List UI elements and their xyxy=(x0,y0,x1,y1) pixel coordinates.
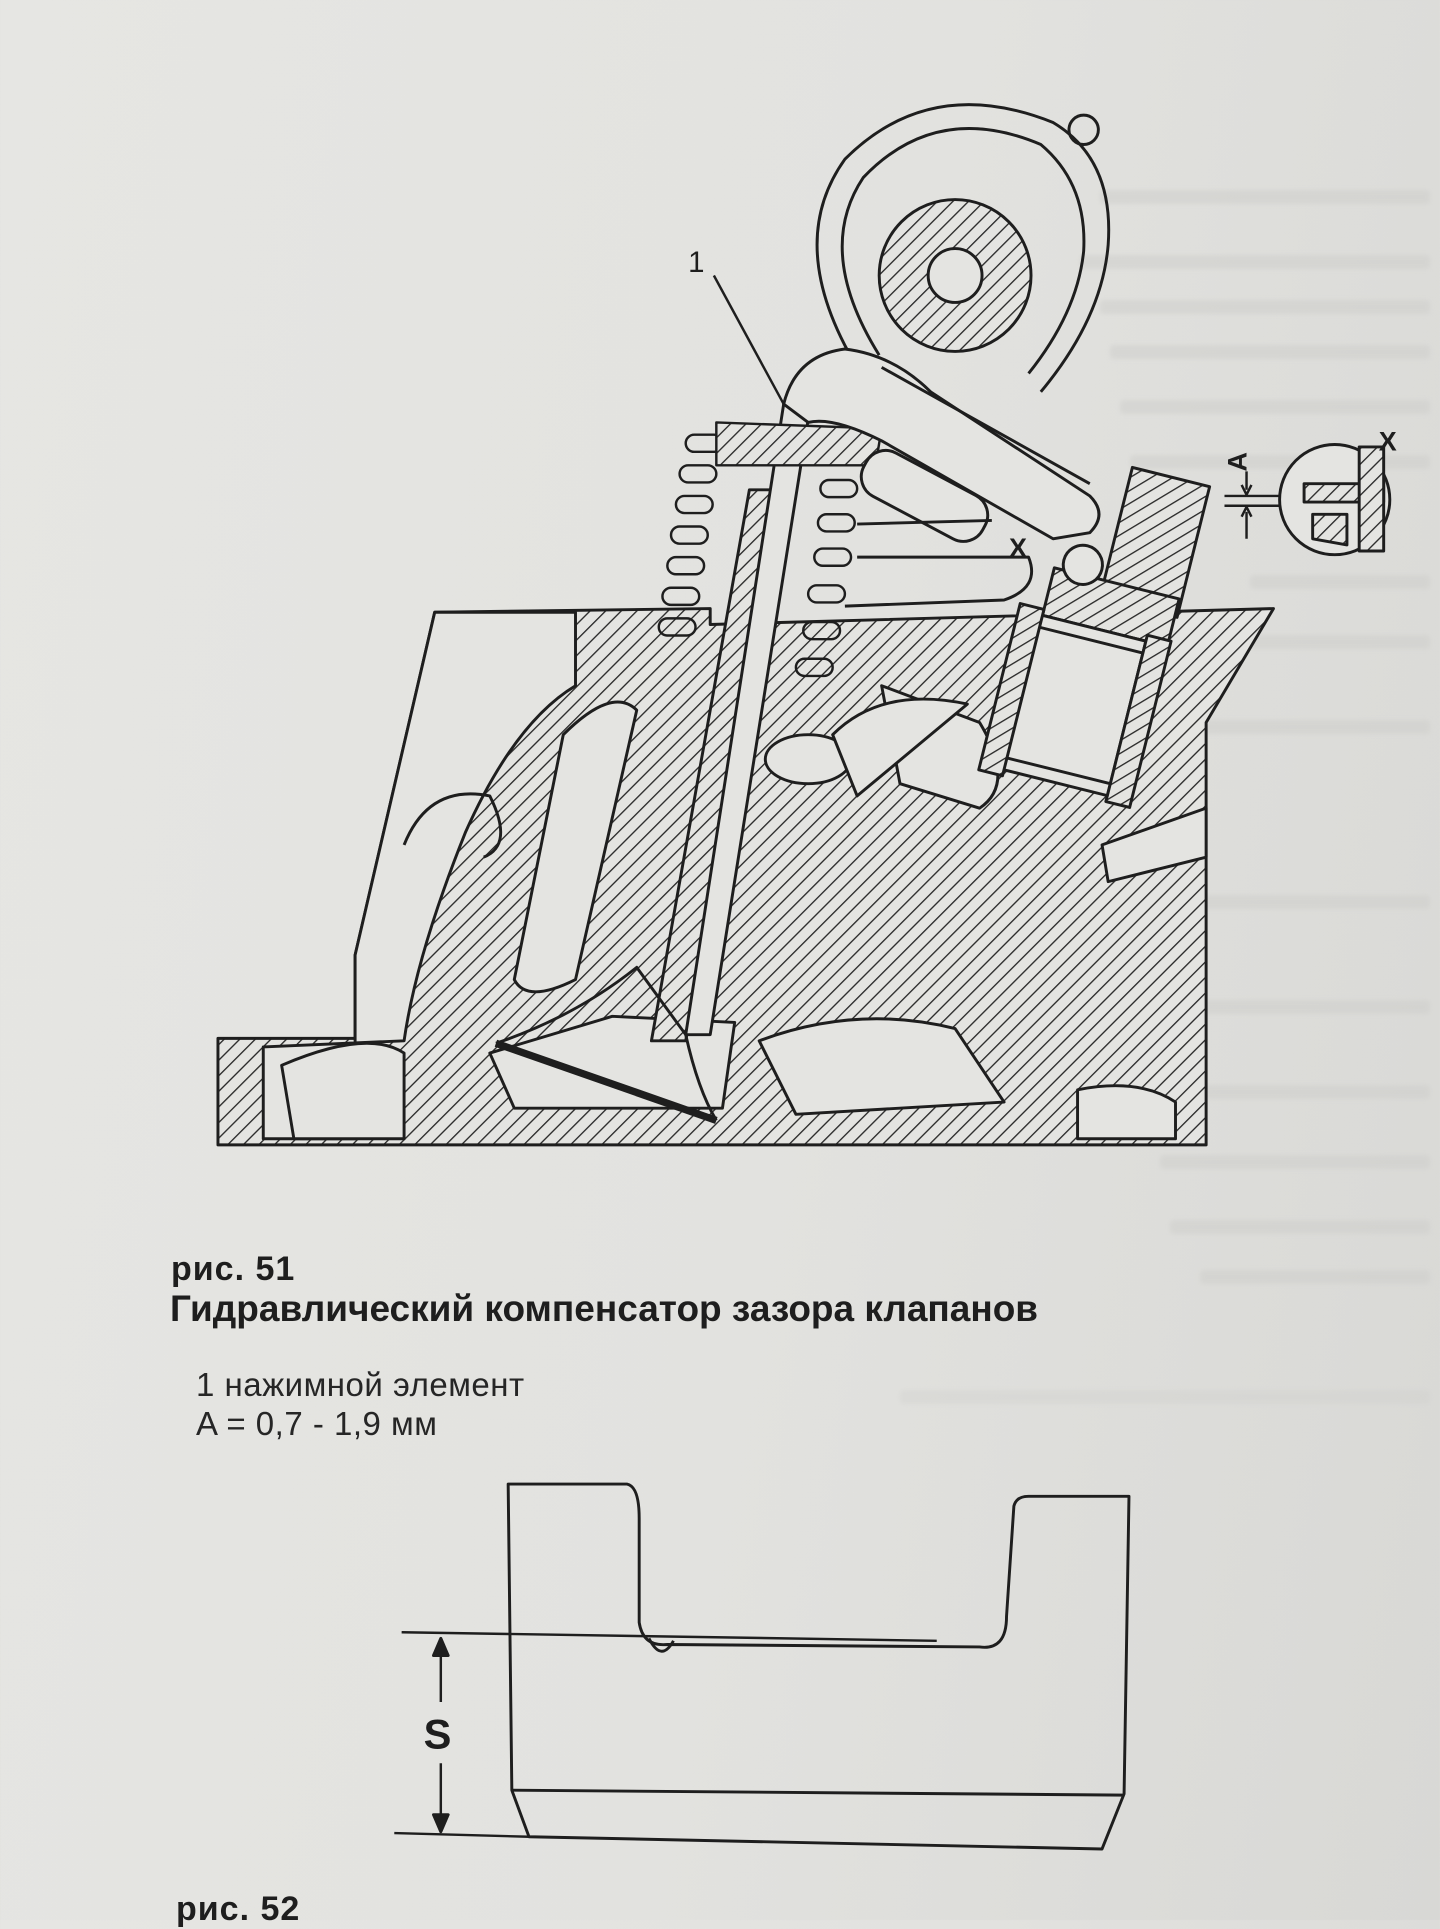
rocker-arm xyxy=(782,347,1101,608)
valve xyxy=(494,402,813,1124)
figure51-legend-item: A = 0,7 - 1,9 мм xyxy=(196,1405,438,1442)
figure52-part xyxy=(394,1482,1131,1851)
figure51-legend-item: 1 нажимной элемент xyxy=(196,1366,525,1403)
figure51-title: Гидравлический компенсатор зазора клапан… xyxy=(170,1288,1039,1329)
dimension-label-s: S xyxy=(424,1711,452,1758)
callout-label-a: A xyxy=(1223,452,1253,471)
callout-1-leader xyxy=(712,274,785,405)
callout-label-x-inset: X xyxy=(1379,427,1397,457)
detail-inset-x xyxy=(1278,443,1392,557)
camshaft xyxy=(815,103,1111,393)
gap-dimension-a xyxy=(1224,471,1292,539)
callout-label-1: 1 xyxy=(688,246,704,279)
hydraulic-lifter xyxy=(977,465,1212,809)
figure51-caption-number: рис. 51 xyxy=(171,1250,296,1288)
callout-label-x-main: X xyxy=(1009,533,1027,563)
valve-spring xyxy=(657,421,883,678)
figure52-caption-number: рис. 52 xyxy=(176,1890,301,1928)
